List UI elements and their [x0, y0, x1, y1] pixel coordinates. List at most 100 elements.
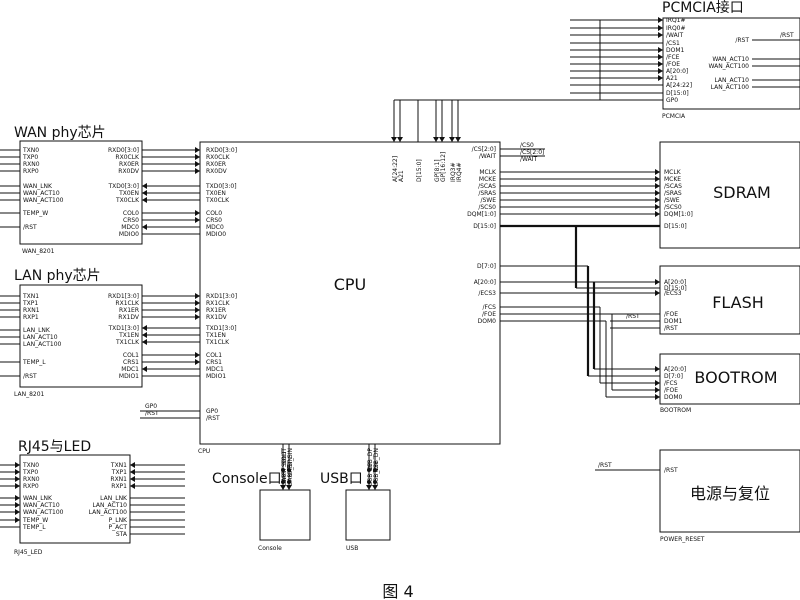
usb-block [345, 489, 391, 541]
lan-right-pin-label: TXD1[3:0] [107, 325, 139, 332]
rj45-caption: RJ45_LED [14, 549, 43, 556]
pcmcia-left-pin-label: /CS1 [666, 40, 680, 47]
cpu-wan-pin-label: TX0EN [205, 190, 226, 197]
wan-phy-caption: WAN_8201 [22, 248, 55, 255]
cpu-wan-pin-label: RX0CLK [206, 154, 231, 161]
rj45-right-pin-label: P_ACT [109, 524, 128, 531]
cpu-sdram-pin-label: MCLK [479, 169, 497, 176]
rj45-right-pin-label: RXP1 [111, 483, 127, 490]
cs-bus-net-label: /CS[2:0] [520, 149, 544, 156]
figure-caption: 图 4 [382, 582, 413, 600]
cs-net-label: /CS0 [520, 142, 534, 149]
flash-left-pin-label: /RST [664, 325, 678, 332]
lan-right-pin-label: CRS1 [123, 359, 139, 366]
wan-phy-title: WAN phy芯片 [14, 125, 106, 141]
wan-left-pin-label: WAN_ACT10 [23, 190, 60, 197]
sdram-left-pin-label: MCLK [664, 169, 682, 176]
wan-right-pin-label: RX0CLK [115, 154, 140, 161]
usb-top-pin-label: USB_DN [373, 462, 380, 486]
wan-right-pin-label: CRS0 [123, 217, 139, 224]
lan-left-pin-label: LAN_ACT100 [23, 341, 62, 348]
rj45-left-pin-label: WAN_ACT100 [23, 509, 64, 516]
pcmcia-left-pin-label: A21 [666, 75, 678, 82]
cpu-sdram-pin-label: /SCAS [478, 183, 496, 190]
lan-right-pin-label: RX1CLK [115, 300, 140, 307]
wan-right-pin-label: RX0DV [118, 168, 140, 175]
pcmcia-left-pin-label: D[15:0] [666, 90, 689, 97]
console-caption: Console [258, 545, 282, 552]
wait-net-label: /WAIT [520, 156, 538, 163]
rj45-left-pin-label: WAN_LNK [23, 495, 53, 502]
cpu-sdram-pin-label: /SWE [480, 197, 496, 204]
usb-title: USB口 [320, 471, 363, 487]
sdram-left-pin-label: /SWE [664, 197, 680, 204]
bootrom-left-pin-label: /FOE [664, 387, 678, 394]
cpu-wan-pin-label: MDIO0 [206, 231, 226, 238]
cpu-top-pin-label: A[24:22] [392, 156, 399, 182]
cpu-gp0-net-label: GP0 [145, 403, 157, 410]
cpu-flash-pin-label: /FCS [483, 304, 497, 311]
cpu-caption: CPU [198, 448, 210, 455]
cpu-flash-pin-label: A[20:0] [474, 279, 496, 286]
rj45-title: RJ45与LED [18, 439, 91, 455]
cpu-top-pin-label: GP[8:1] [434, 159, 441, 182]
lan-right-pin-label: TX1EN [118, 332, 139, 339]
cpu-right-top-pin-label: /CS[2:0] [472, 146, 496, 153]
pcmcia-title: PCMCIA接口 [662, 0, 744, 16]
bootrom-caption: BOOTROM [660, 407, 691, 414]
cpu-top-pin-label: D[15:0] [416, 159, 423, 182]
flash-left-pin-label: /FOE [664, 311, 678, 318]
lan-left-pin-label: TXP1 [22, 300, 38, 307]
wan-left-pin-label: RXP0 [23, 168, 39, 175]
lan-right-pin-label: MDIO1 [119, 373, 139, 380]
flash-rst-net-label: /RST [626, 313, 640, 320]
cpu-flash-pin-label: DOM0 [478, 318, 497, 325]
rj45-block [19, 454, 131, 544]
wan-left-pin-label: TEMP_W [22, 210, 48, 217]
lan-left-pin-label: TEMP_L [22, 359, 46, 366]
pcmcia-right-pin-label: /RST [735, 37, 749, 44]
lan-right-pin-label: COL1 [123, 352, 139, 359]
bootrom-left-pin-label: DOM0 [664, 394, 683, 401]
flash-left-pin-label: D[15:0] [664, 285, 687, 292]
power-caption: POWER_RESET [660, 536, 705, 543]
bootrom-left-pin-label: /FCS [664, 380, 678, 387]
pcmcia-left-pin-label: /FOE [666, 61, 680, 68]
pcmcia-left-pin-label: IRQ0# [666, 25, 686, 32]
lan-right-pin-label: RXD1[3:0] [108, 293, 139, 300]
console-top-pin-label: UART_SOUT [281, 450, 288, 486]
flash-title: FLASH [712, 293, 764, 312]
cpu-lan-pin-label: CRS1 [206, 359, 222, 366]
rj45-left-pin-label: RXP0 [23, 483, 39, 490]
bootrom-left-pin-label: A[20:0] [664, 366, 686, 373]
rj45-left-pin-label: TEMP_W [22, 517, 48, 524]
sdram-left-pin-label: /SRAS [664, 190, 682, 197]
sdram-left-pin-label: DQM[1:0] [664, 211, 693, 218]
wan-left-pin-label: TXP0 [22, 154, 38, 161]
cpu-flash-pin-label: /ECS3 [478, 290, 496, 297]
pcmcia-right-pin-label: LAN_ACT100 [711, 84, 750, 91]
power-left-pin-label: /RST [664, 467, 678, 474]
cpu-sdram-pin-label: DQM[1:0] [467, 211, 496, 218]
rj45-right-pin-label: STA [116, 531, 128, 538]
cpu-flash-pin-label: /FOE [482, 311, 496, 318]
rj45-right-pin-label: RXN1 [110, 476, 127, 483]
cpu-wan-pin-label: MDC0 [206, 224, 224, 231]
cpu-misc-pin-label: /RST [206, 415, 220, 422]
usb-top-pin-label: USB_DP [367, 462, 374, 486]
cpu-sdram-pin-label: D[15:0] [473, 223, 496, 230]
wan-right-pin-label: TX0EN [118, 190, 139, 197]
pcmcia-left-pin-label: A[20:0] [666, 68, 688, 75]
lan-right-pin-label: RX1DV [118, 314, 140, 321]
lan-phy-title: LAN phy芯片 [14, 268, 101, 284]
sdram-left-pin-label: /SCS0 [664, 204, 682, 211]
wan-right-pin-label: RXD0[3:0] [108, 147, 139, 154]
bootrom-left-pin-label: D[7:0] [664, 373, 683, 380]
bootrom-block [659, 353, 800, 405]
wan-right-pin-label: COL0 [123, 210, 139, 217]
wan-left-pin-label: TXN0 [22, 147, 39, 154]
rj45-left-pin-label: RXN0 [23, 476, 40, 483]
cpu-lan-pin-label: TX1EN [205, 332, 226, 339]
rj45-right-pin-label: TXP1 [111, 469, 127, 476]
rj45-right-pin-label: P_LNK [109, 517, 128, 524]
